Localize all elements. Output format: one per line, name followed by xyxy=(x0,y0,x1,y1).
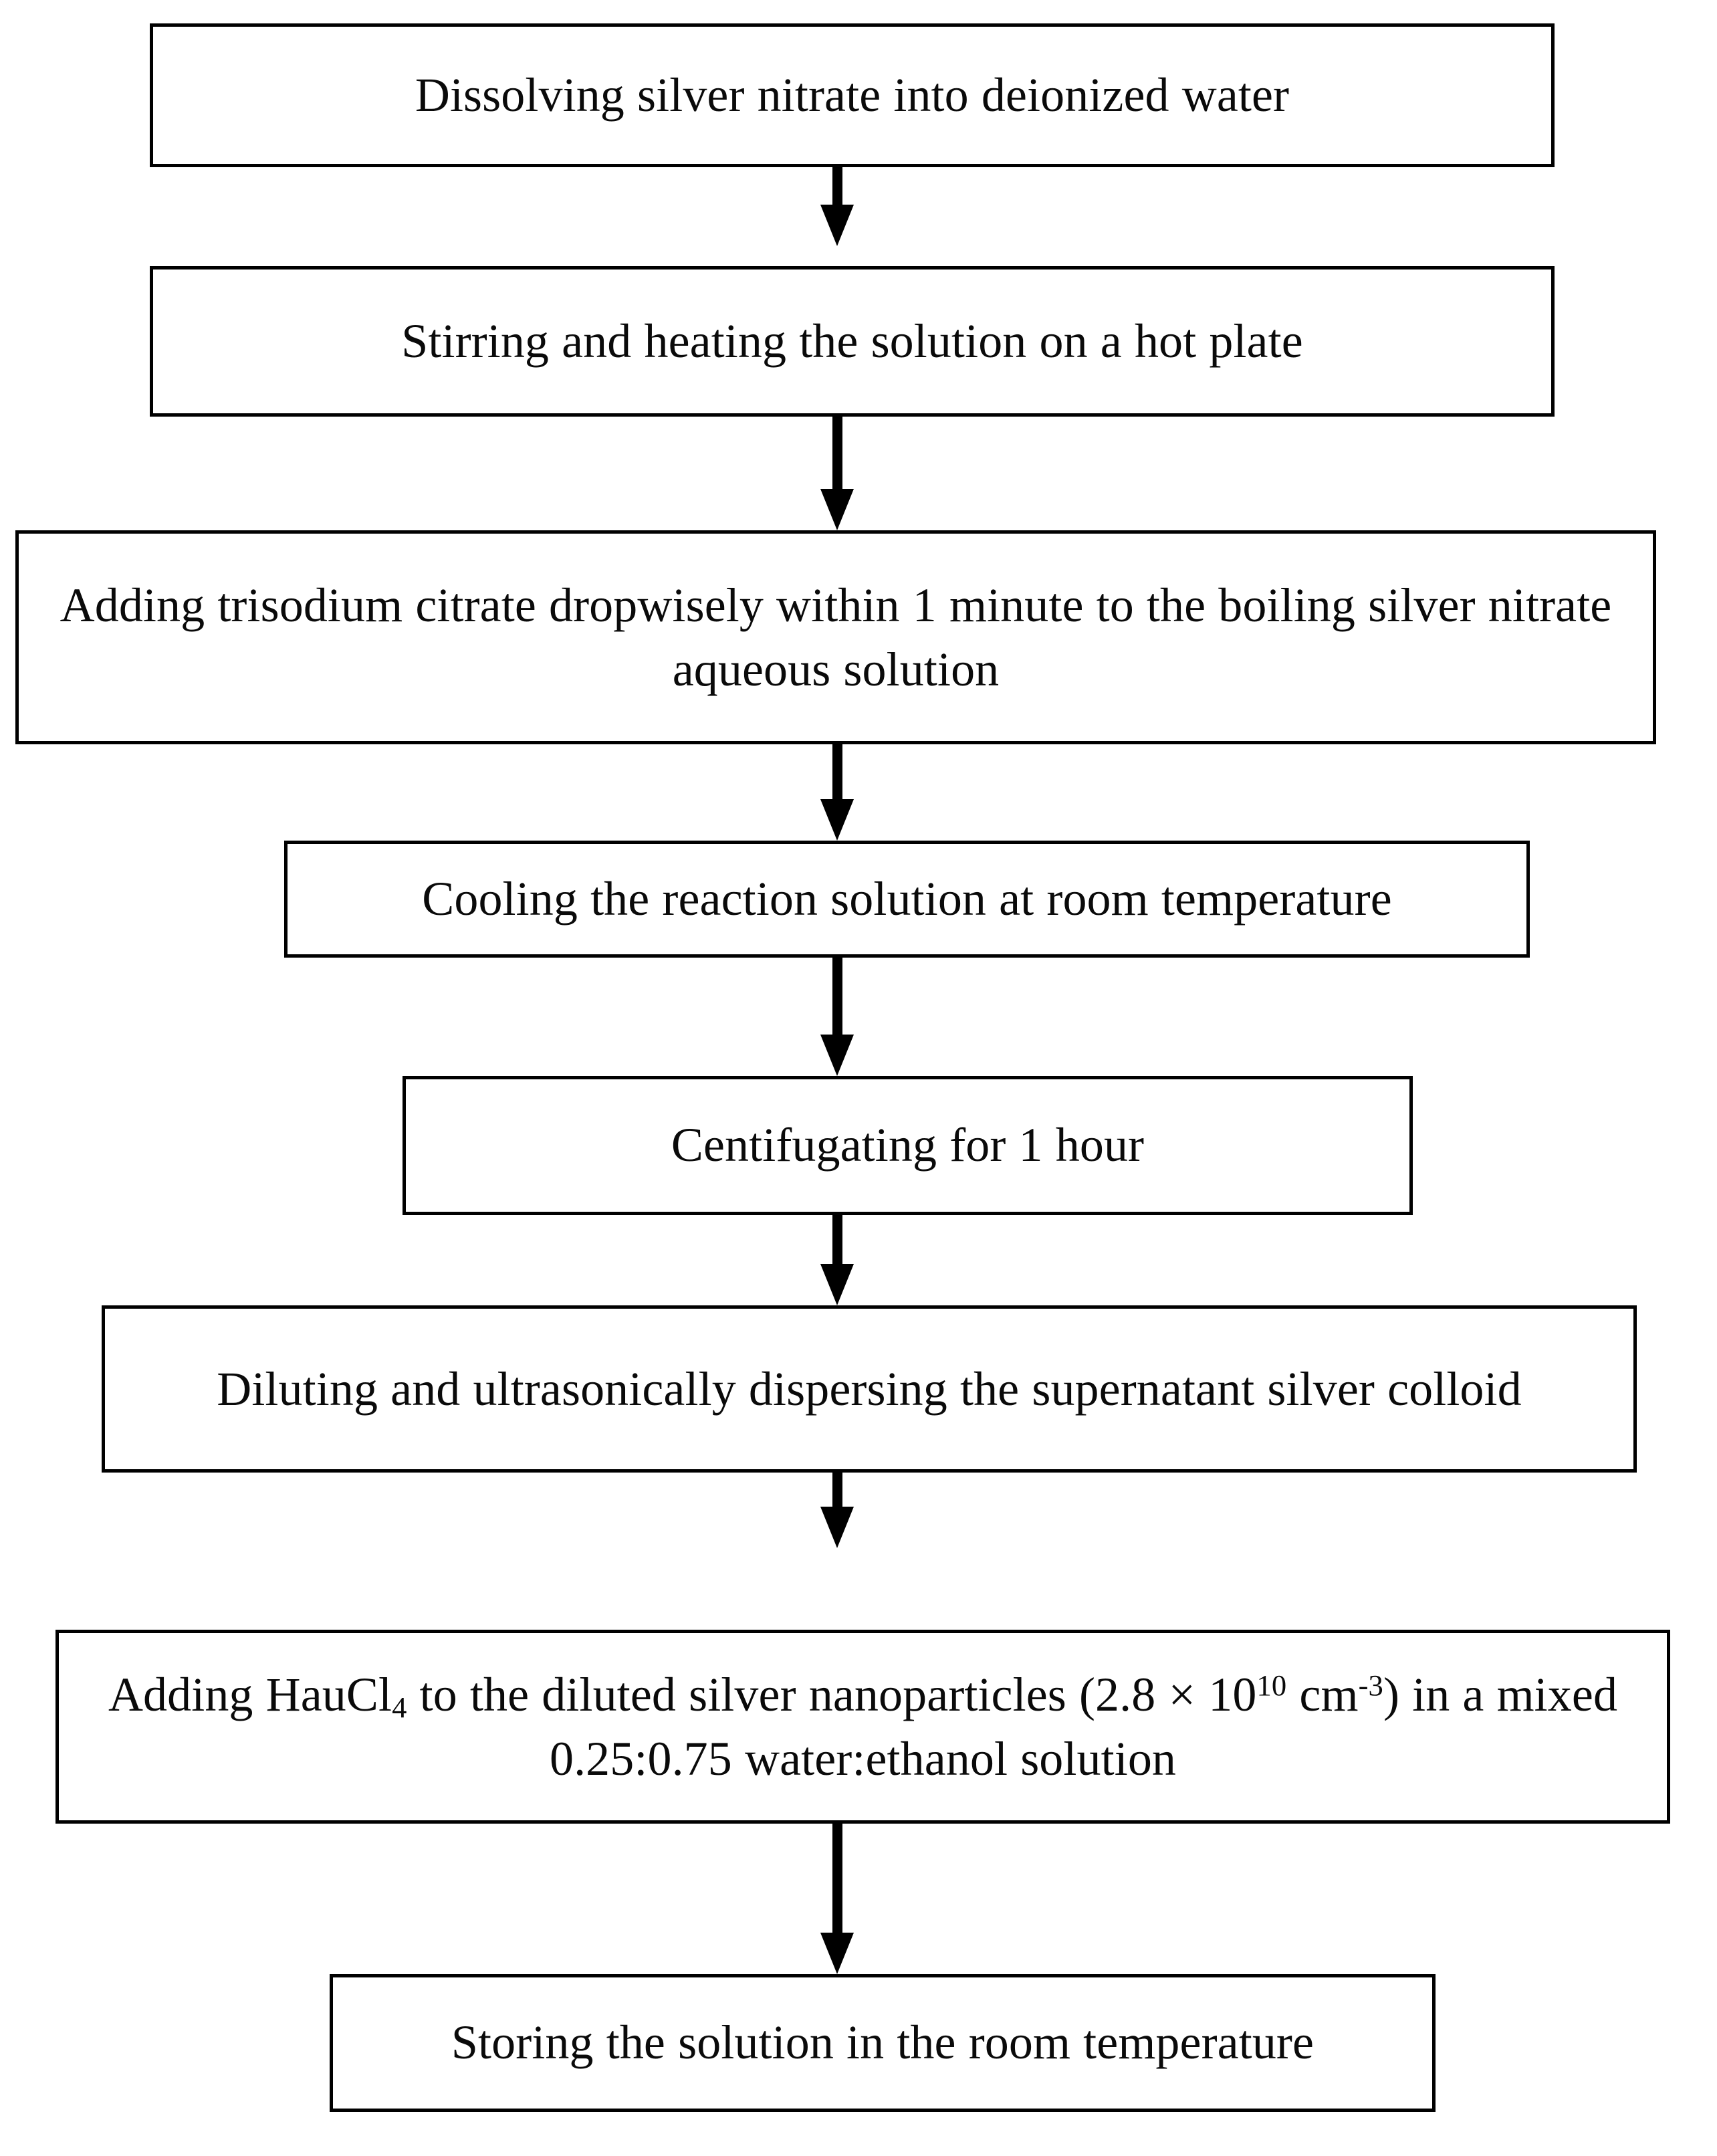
arrow-stem xyxy=(832,1215,842,1264)
flow-node-adding-trisodium-citrate[interactable]: Adding trisodium citrate dropwisely with… xyxy=(15,530,1656,744)
arrow-4-to-5 xyxy=(808,958,866,1076)
arrow-1-to-2 xyxy=(808,167,866,246)
flow-node-label: Diluting and ultrasonically dispersing t… xyxy=(217,1362,1522,1416)
flow-node-stirring-and-heating[interactable]: Stirring and heating the solution on a h… xyxy=(150,266,1555,417)
flow-node-label: Storing the solution in the room tempera… xyxy=(451,2016,1314,2070)
arrow-7-to-8 xyxy=(808,1824,866,1974)
arrow-head-icon xyxy=(820,799,854,841)
flow-node-label: Centifugating for 1 hour xyxy=(671,1118,1145,1172)
arrow-head-icon xyxy=(820,205,854,246)
arrow-head-icon xyxy=(820,489,854,530)
flow-node-label: Dissolving silver nitrate into deionized… xyxy=(415,68,1290,122)
flow-node-dissolving-silver-nitrate[interactable]: Dissolving silver nitrate into deionized… xyxy=(150,23,1555,167)
flow-node-label: Adding trisodium citrate dropwisely with… xyxy=(60,578,1612,696)
cm-exponent: -3 xyxy=(1358,1668,1383,1702)
arrow-head-icon xyxy=(820,1507,854,1548)
arrow-stem xyxy=(832,417,842,489)
haucl4-text-a: Adding HauCl xyxy=(108,1667,392,1721)
flow-node-storing-solution[interactable]: Storing the solution in the room tempera… xyxy=(330,1974,1436,2112)
flow-node-cooling-reaction-solution[interactable]: Cooling the reaction solution at room te… xyxy=(284,841,1530,958)
arrow-5-to-6 xyxy=(808,1215,866,1305)
haucl4-text-c: cm xyxy=(1286,1667,1359,1721)
flow-node-label: Cooling the reaction solution at room te… xyxy=(422,871,1392,926)
arrow-head-icon xyxy=(820,1264,854,1305)
flow-node-adding-haucl4[interactable]: Adding HauCl4 to the diluted silver nano… xyxy=(55,1630,1670,1824)
arrow-stem xyxy=(832,1473,842,1507)
arrow-stem xyxy=(832,958,842,1035)
flow-node-diluting-and-dispersing[interactable]: Diluting and ultrasonically dispersing t… xyxy=(102,1305,1637,1473)
concentration-exponent: 10 xyxy=(1256,1668,1287,1702)
arrow-head-icon xyxy=(820,1035,854,1076)
arrow-stem xyxy=(832,1824,842,1933)
arrow-head-icon xyxy=(820,1933,854,1974)
arrow-2-to-3 xyxy=(808,417,866,530)
arrow-stem xyxy=(832,744,842,799)
arrow-stem xyxy=(832,167,842,205)
haucl4-subscript: 4 xyxy=(392,1690,407,1724)
arrow-6-to-7 xyxy=(808,1473,866,1548)
flow-node-label: Stirring and heating the solution on a h… xyxy=(401,314,1303,368)
flow-node-label: Adding HauCl4 to the diluted silver nano… xyxy=(59,1662,1667,1792)
arrow-3-to-4 xyxy=(808,744,866,841)
haucl4-text-b: to the diluted silver nanoparticles (2.8… xyxy=(407,1667,1257,1721)
flow-node-centifugating[interactable]: Centifugating for 1 hour xyxy=(403,1076,1413,1215)
haucl4-text-d: ) in a mixed 0.25:0.75 water:ethanol sol… xyxy=(549,1667,1618,1786)
